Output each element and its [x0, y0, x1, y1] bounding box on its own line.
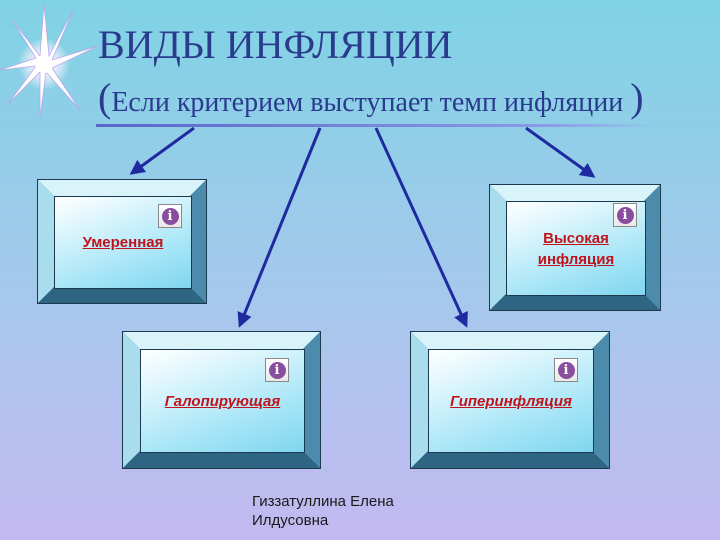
node-label-hyper[interactable]: Гиперинфляция	[450, 392, 572, 410]
bevel-frame	[38, 180, 206, 303]
node-label-high[interactable]: Высокая инфляция	[538, 228, 615, 270]
info-icon[interactable]: i	[158, 204, 182, 228]
bevel-frame	[411, 332, 609, 468]
author-line2: Илдусовна	[252, 512, 329, 529]
arrow-to-galloping	[237, 127, 322, 328]
info-icon[interactable]: i	[554, 358, 578, 382]
author-line1: Гиззатуллина Елена	[252, 493, 394, 510]
subtitle-close-paren: )	[630, 75, 644, 120]
node-hyper[interactable]: Гиперинфляция i	[410, 331, 610, 469]
page-title: ВИДЫ ИНФЛЯЦИИ	[98, 22, 453, 67]
node-label-high-line1: Высокая	[543, 229, 609, 247]
subtitle-text: Если критерием выступает темп инфляции	[111, 87, 624, 118]
node-high[interactable]: Высокая инфляция i	[489, 184, 661, 311]
author-credit: Гиззатуллина Елена Илдусовна	[252, 492, 394, 530]
info-icon[interactable]: i	[265, 358, 289, 382]
node-moderate[interactable]: Умеренная i	[37, 179, 207, 304]
node-label-high-line2: инфляция	[537, 250, 615, 268]
sparkle-star-icon	[0, 3, 99, 119]
bevel-frame	[123, 332, 320, 468]
node-label-galloping[interactable]: Галопирующая	[164, 392, 281, 410]
node-galloping[interactable]: Галопирующая i	[122, 331, 321, 469]
page-subtitle: (Если критерием выступает темп инфляции …	[98, 78, 644, 123]
arrow-to-moderate	[129, 126, 195, 175]
arrow-to-hyper	[374, 127, 468, 328]
info-icon[interactable]: i	[613, 203, 637, 227]
arrow-to-high	[525, 126, 596, 178]
title-underline	[96, 124, 656, 127]
node-label-moderate[interactable]: Умеренная	[82, 234, 164, 251]
subtitle-open-paren: (	[98, 75, 112, 120]
bevel-frame	[490, 185, 660, 310]
